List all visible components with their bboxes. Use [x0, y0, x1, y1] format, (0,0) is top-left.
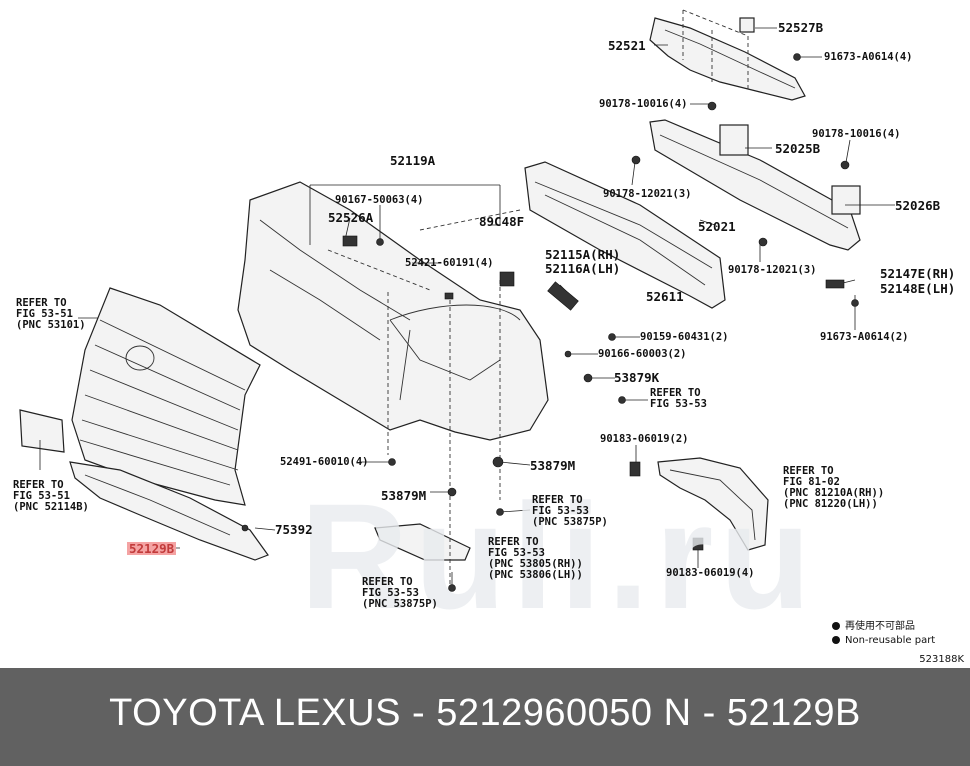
bumper-cover-drawing — [237, 181, 549, 441]
label-refer-fig-53-53-pnc-53805: REFER TO FIG 53-53 (PNC 53805(RH)) (PNC … — [488, 536, 583, 581]
label-90178-10016-4-b: 90178-10016(4) — [812, 128, 901, 140]
absorber-52611-drawing — [524, 161, 726, 309]
license-bracket-drawing — [19, 409, 65, 453]
label-refer-fig-53-53-a: REFER TO FIG 53-53 — [650, 387, 707, 410]
label-refer-fig-53-51-pnc-52114B: REFER TO FIG 53-51 (PNC 52114B) — [13, 479, 89, 513]
label-90183-06019-4: 90183-06019(4) — [666, 567, 755, 579]
parts-diagram: Ruli.ru 52527B 52521 91673-A0614(4) 9017… — [13, 9, 964, 665]
label-52026B: 52026B — [895, 198, 941, 213]
bracket-52521-drawing — [649, 9, 806, 101]
fasteners — [241, 53, 859, 592]
label-90183-06019-2: 90183-06019(2) — [600, 433, 689, 445]
label-90166-60003-2: 90166-60003(2) — [598, 348, 687, 360]
label-52025B: 52025B — [775, 141, 821, 156]
legend-row-jp: 再使用不可部品 — [832, 617, 935, 632]
label-refer-fig-53-53-pnc-53875P-b: REFER TO FIG 53-53 (PNC 53875P) — [362, 576, 438, 610]
label-52521: 52521 — [608, 38, 646, 53]
label-52148E: 52148E(LH) — [880, 281, 956, 296]
label-52491-60010-4: 52491-60010(4) — [280, 456, 369, 468]
label-90178-10016-4-a: 90178-10016(4) — [599, 98, 688, 110]
label-52527B: 52527B — [778, 20, 824, 35]
label-91673-a0614-2: 91673-A0614(2) — [820, 331, 909, 343]
legend-en-text: Non-reusable part — [845, 635, 936, 646]
label-52021: 52021 — [698, 219, 736, 234]
non-reusable-dot-icon — [832, 636, 840, 644]
label-52129B: 52129B — [127, 541, 177, 556]
label-53879M-a: 53879M — [530, 458, 576, 473]
label-refer-fig-53-53-pnc-53875P-a: REFER TO FIG 53-53 (PNC 53875P) — [532, 494, 608, 528]
label-90167-50063-4: 90167-50063(4) — [335, 194, 424, 206]
watermark: Ruli.ru — [300, 472, 817, 640]
legend-row-en: Non-reusable part — [832, 635, 935, 646]
footer-part-number: TOYOTA LEXUS - 5212960050 N - 52129B — [109, 692, 861, 734]
label-91673-a0614-4: 91673-A0614(4) — [824, 51, 913, 63]
label-52147E: 52147E(RH) — [880, 266, 956, 281]
reinforcement-52021-drawing — [649, 119, 861, 251]
grille-drawing — [71, 287, 261, 506]
label-refer-fig-53-51-pnc-53101: REFER TO FIG 53-51 (PNC 53101) — [16, 297, 86, 331]
label-53879K: 53879K — [614, 370, 660, 385]
non-reusable-dot-icon — [832, 622, 840, 630]
label-52119A: 52119A — [390, 153, 436, 168]
label-52611: 52611 — [646, 289, 684, 304]
fog-lamp-drawing — [657, 457, 769, 551]
label-52421-60191-4: 52421-60191(4) — [405, 257, 494, 269]
label-90178-12021-3-b: 90178-12021(3) — [728, 264, 817, 276]
label-refer-fig-81-02: REFER TO FIG 81-02 (PNC 81210A(RH)) (PNC… — [783, 465, 885, 510]
label-75392: 75392 — [275, 522, 313, 537]
diagram-drawing — [19, 9, 895, 592]
label-90178-12021-3-a: 90178-12021(3) — [603, 188, 692, 200]
label-52115A: 52115A(RH) — [545, 247, 621, 262]
diagram-code: 523188K — [919, 654, 964, 665]
under-bracket-drawing — [374, 523, 471, 561]
label-52116A: 52116A(LH) — [545, 261, 621, 276]
lower-molding-drawing — [69, 461, 269, 561]
label-53879M-b: 53879M — [381, 488, 427, 503]
label-52526A: 52526A — [328, 210, 374, 225]
legend-jp-text: 再使用不可部品 — [845, 621, 915, 632]
label-89C48F: 89C48F — [479, 214, 525, 229]
footer-bar: TOYOTA LEXUS - 5212960050 N - 52129B — [0, 668, 970, 766]
label-90159-60431-2: 90159-60431(2) — [640, 331, 729, 343]
legend: 再使用不可部品 Non-reusable part — [832, 617, 935, 646]
leader-lines — [39, 27, 895, 590]
